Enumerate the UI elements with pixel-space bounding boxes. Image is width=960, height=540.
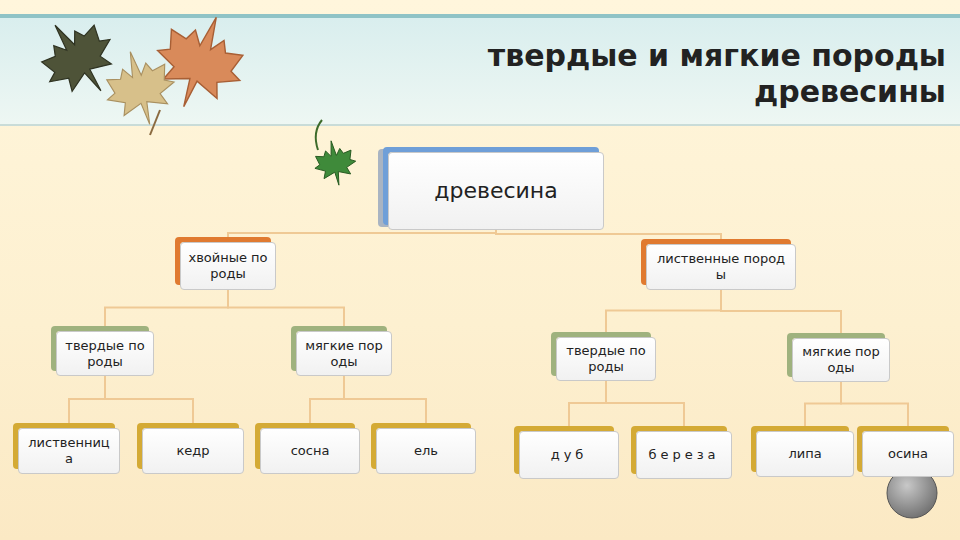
- tree-connector: [310, 376, 344, 422]
- species-box: осина: [862, 431, 954, 477]
- tree-connector: [721, 290, 841, 332]
- node-label: твердые породы: [63, 338, 147, 369]
- slide-title: твердые и мягкие породы древесины: [306, 38, 946, 110]
- species-box: ель: [376, 428, 476, 474]
- tree-connector: [69, 376, 105, 422]
- node-label: древесина: [434, 178, 557, 204]
- node-label: твердые породы: [563, 343, 649, 374]
- tree-connector: [228, 230, 496, 236]
- node-label: хвойные породы: [187, 250, 269, 281]
- node-label: лиственница: [25, 435, 113, 466]
- leaf-cluster: [25, 2, 257, 135]
- tree-connector: [228, 290, 344, 325]
- branch-box: лиственные породы: [646, 244, 796, 290]
- species-box: сосна: [260, 428, 360, 474]
- tree-connector: [344, 376, 426, 422]
- group-box: мягкие породы: [792, 338, 890, 382]
- group-box: мягкие породы: [296, 331, 392, 376]
- tree-connector: [105, 290, 228, 325]
- tree-connector: [496, 230, 721, 238]
- node-label: лиственные породы: [653, 251, 789, 282]
- node-label: сосна: [291, 443, 330, 459]
- node-label: осина: [888, 446, 928, 462]
- node-label: кедр: [176, 443, 209, 459]
- node-label: липа: [788, 446, 821, 462]
- tree-connector: [606, 381, 684, 425]
- species-box: лиственница: [18, 428, 120, 474]
- node-label: мягкие породы: [799, 344, 883, 375]
- tree-connector: [805, 382, 841, 425]
- group-box: твердые породы: [556, 337, 656, 381]
- tree-connector: [105, 376, 193, 422]
- tree-connector: [841, 382, 908, 425]
- node-label: береза: [648, 447, 719, 463]
- node-label: мягкие породы: [303, 338, 385, 369]
- species-box: дуб: [519, 431, 619, 479]
- header-line: [0, 14, 960, 18]
- node-label: дуб: [551, 447, 588, 463]
- branch-box: хвойные породы: [180, 242, 276, 290]
- tree-connector: [569, 381, 606, 425]
- species-box: береза: [636, 431, 732, 479]
- species-box: липа: [756, 431, 854, 477]
- header-rule: [0, 124, 960, 126]
- group-box: твердые породы: [56, 331, 154, 376]
- species-box: кедр: [142, 428, 244, 474]
- root-box: древесина: [388, 152, 604, 230]
- green-leaf: [311, 120, 360, 189]
- tree-connector: [606, 290, 721, 331]
- node-label: ель: [414, 443, 438, 459]
